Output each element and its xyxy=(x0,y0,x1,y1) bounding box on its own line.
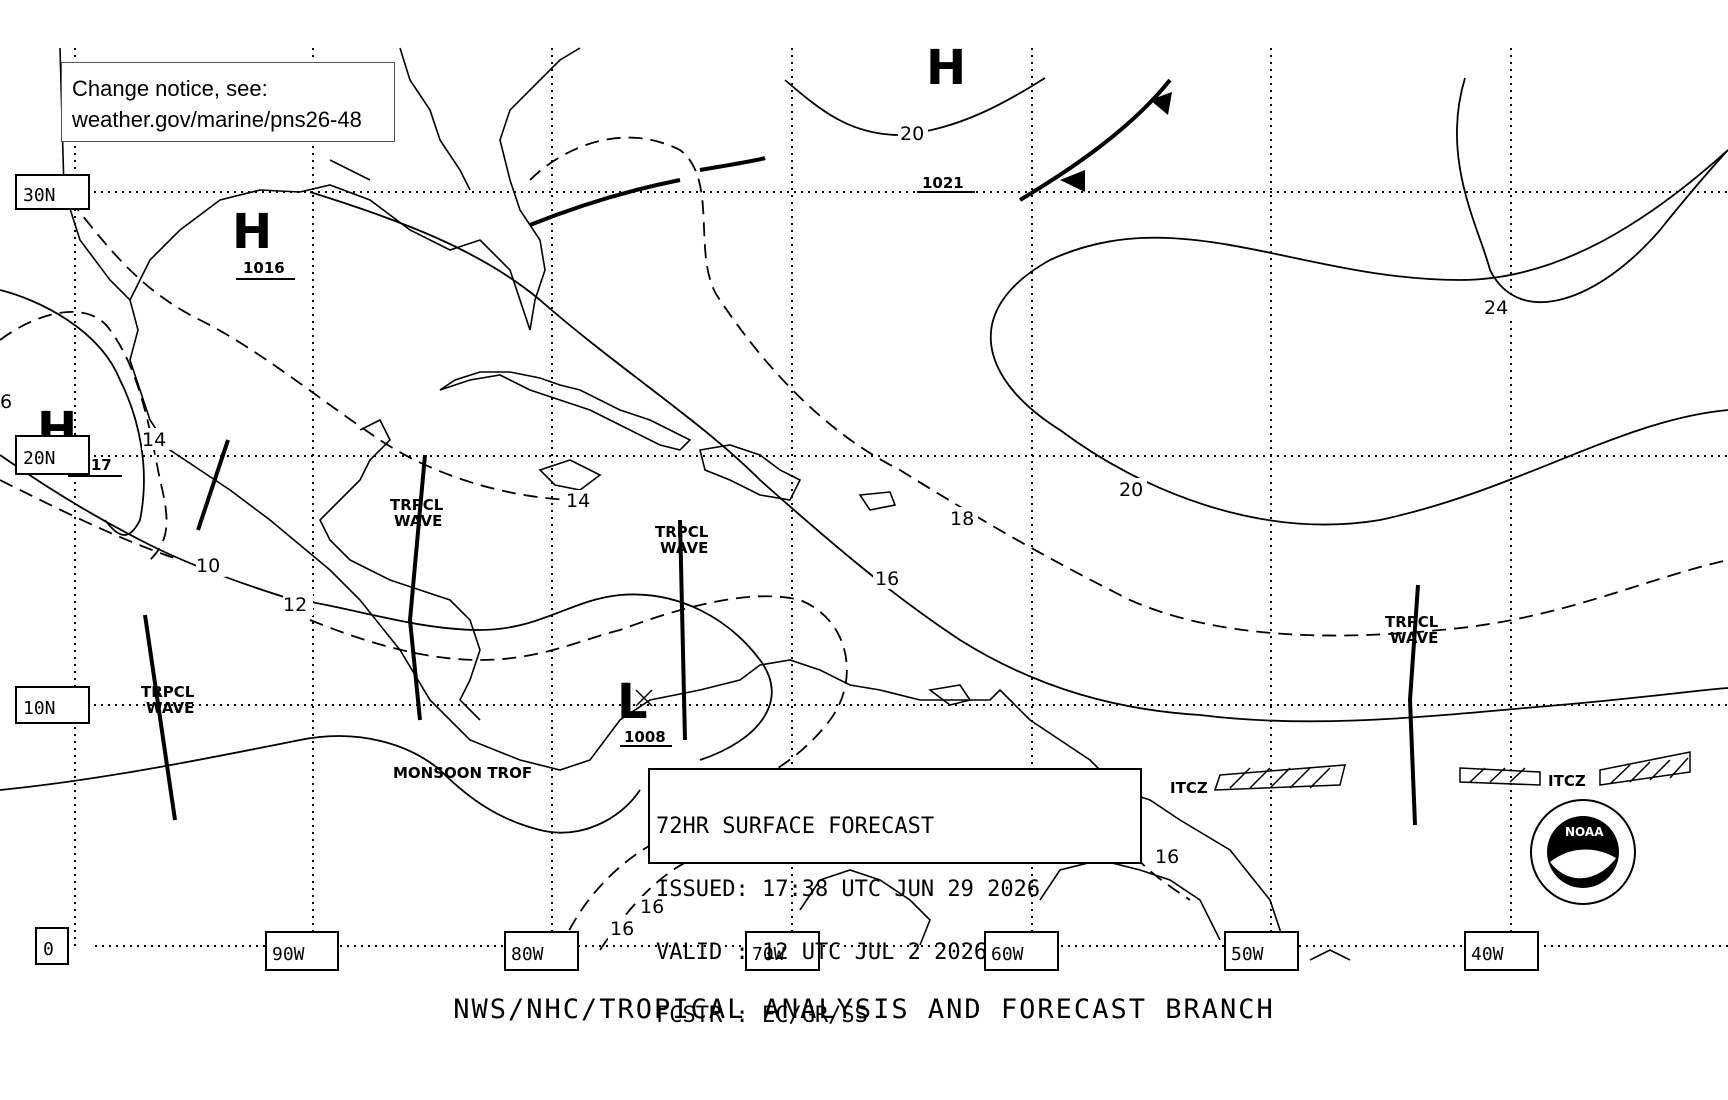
lon-labels: 90W 80W 70W 60W 50W 40W xyxy=(265,931,1539,971)
lon-label: 90W xyxy=(272,944,305,965)
lon-label: 80W xyxy=(511,944,544,965)
tropical-wave-label: TRPCL xyxy=(655,523,709,541)
lat-label: 30N xyxy=(23,185,56,206)
isobar-label: 16 xyxy=(610,918,634,940)
tropical-wave-label: TRPCL xyxy=(1385,613,1439,631)
isobar-label: 10 xyxy=(196,555,220,577)
tropical-wave-label: TRPCL xyxy=(141,683,195,701)
monsoon-trough-label: MONSOON TROF xyxy=(393,764,532,782)
lon-label: 70W xyxy=(752,944,785,965)
pressure-value: 1021 xyxy=(922,174,964,192)
isobar-label: 6 xyxy=(0,391,12,413)
tropical-waves xyxy=(143,439,1420,826)
change-notice-link[interactable]: weather.gov/marine/pns26-48 xyxy=(72,107,362,132)
isobar-label: 20 xyxy=(1119,479,1143,501)
tropical-wave-label: WAVE xyxy=(394,512,442,530)
forecast-valid: VALID : 12 UTC JUL 2 2026 xyxy=(656,940,988,965)
lon-label: 50W xyxy=(1231,944,1264,965)
pressure-value: 1008 xyxy=(624,728,666,746)
isobar-label: 20 xyxy=(900,123,924,145)
isobar-label: 16 xyxy=(640,896,664,918)
itcz-label: ITCZ xyxy=(1170,779,1208,797)
high-pressure-symbol: H xyxy=(232,204,272,260)
lat-label: 10N xyxy=(23,698,56,719)
noaa-logo-text: NOAA xyxy=(1565,825,1604,839)
isobar-labels: 20 24 20 18 16 14 14 10 12 16 16 16 6 xyxy=(0,122,1512,940)
isobar-label: 16 xyxy=(1155,846,1179,868)
itcz-hatching xyxy=(1213,751,1691,791)
tropical-wave-label: WAVE xyxy=(1390,629,1438,647)
lat-label: 20N xyxy=(23,448,56,469)
isobar-label: 18 xyxy=(950,508,974,530)
isobar-label: 24 xyxy=(1484,297,1508,319)
lon-label: 60W xyxy=(991,944,1024,965)
isobars-solid xyxy=(0,77,1728,834)
tropical-wave-label: WAVE xyxy=(660,539,708,557)
itcz-label: ITCZ xyxy=(1548,772,1586,790)
tropical-wave-label: WAVE xyxy=(146,699,194,717)
forecast-forecaster: FCSTR : EC/GR/SS xyxy=(656,1003,868,1028)
lat-label: 0 xyxy=(43,939,54,960)
feature-labels: TRPCL WAVE TRPCL WAVE TRPCL WAVE TRPCL W… xyxy=(141,496,1586,797)
fronts xyxy=(529,78,1172,227)
pressure-value: 1016 xyxy=(243,259,285,277)
isobar-label: 14 xyxy=(142,429,166,451)
footer-branch-title: NWS/NHC/TROPICAL ANALYSIS AND FORECAST B… xyxy=(453,994,1275,1025)
forecast-info-box: 72HR SURFACE FORECAST ISSUED: 17:38 UTC … xyxy=(648,768,1142,1027)
change-notice-line: Change notice, see: xyxy=(72,76,268,101)
tropical-wave-label: TRPCL xyxy=(390,496,444,514)
lat-labels: 30N 20N 10N 0 xyxy=(15,174,90,965)
noaa-logo: NOAA xyxy=(1530,799,1636,905)
pressure-systems: H 1016 H 1017 H 1021 L 1008 xyxy=(37,40,975,747)
forecast-issued: ISSUED: 17:38 UTC JUN 29 2026 xyxy=(656,877,1041,902)
high-pressure-symbol: H xyxy=(926,40,966,96)
isobar-label: 12 xyxy=(283,594,307,616)
cold-front-barbs xyxy=(1060,92,1172,192)
lon-label: 40W xyxy=(1471,944,1504,965)
change-notice: Change notice, see: weather.gov/marine/p… xyxy=(61,62,395,142)
low-pressure-symbol: L xyxy=(617,674,648,730)
forecast-title: 72HR SURFACE FORECAST xyxy=(656,814,935,839)
isobar-label: 16 xyxy=(875,568,899,590)
isobar-label: 14 xyxy=(566,490,590,512)
